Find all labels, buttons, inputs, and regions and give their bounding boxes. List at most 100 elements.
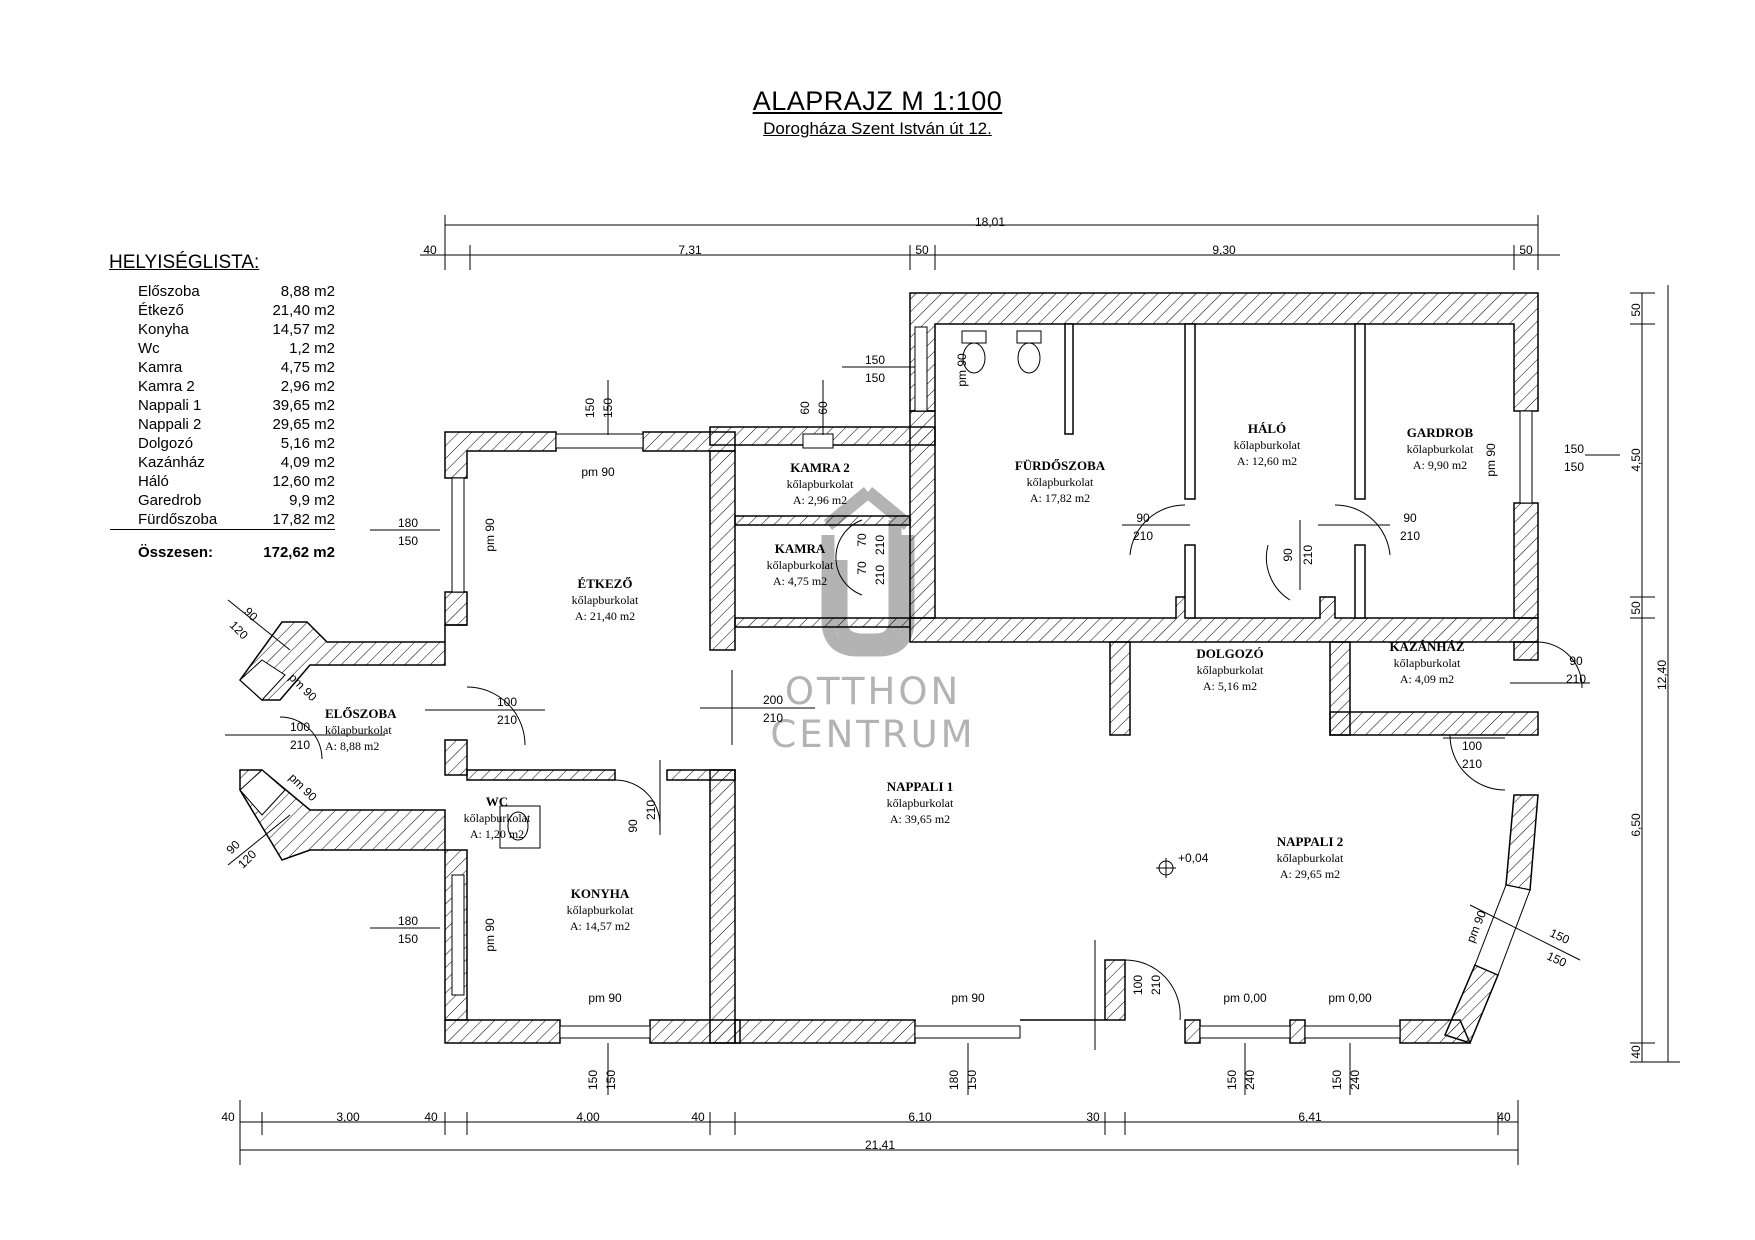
window-dim: 120 [227, 618, 251, 642]
window-label: pm 90 [588, 991, 622, 1005]
wall [1513, 641, 1539, 661]
wall [734, 617, 911, 628]
window-dim: 240 [1348, 1070, 1362, 1090]
room-label-floor: kőlapburkolat [1277, 851, 1344, 865]
dim-right-seg: 50 [1629, 303, 1643, 317]
room-label-wc: WC kőlapburkolat A: 1,20 m2 [464, 794, 531, 841]
wall [709, 769, 736, 1044]
window-dim: 150 [1330, 1070, 1344, 1090]
room-label-area: A: 12,60 m2 [1237, 454, 1297, 468]
dim-right-total: 12,40 [1655, 660, 1669, 690]
room-label-name: ELŐSZOBA [325, 706, 397, 721]
room-name: Garedrob [138, 492, 202, 509]
window [559, 1025, 651, 1039]
window [239, 659, 286, 701]
wall [444, 1019, 561, 1044]
room-area: 21,40 m2 [272, 302, 335, 319]
window [239, 769, 286, 816]
door-swing [1129, 504, 1186, 556]
room-label-floor: kőlapburkolat [567, 903, 634, 917]
door-swing [1124, 959, 1181, 1021]
room-label-name: FÜRDŐSZOBA [1015, 458, 1106, 473]
room-label-area: A: 4,75 m2 [773, 574, 827, 588]
room-area: 4,09 m2 [280, 454, 335, 471]
door-dim: 90 [626, 819, 640, 833]
door-dim: 210 [1301, 545, 1315, 565]
room-label-area: A: 9,90 m2 [1413, 458, 1467, 472]
window-dim: 150 [1545, 949, 1569, 970]
door-dim: 210 [1133, 529, 1153, 543]
door-dim: 90 [1281, 548, 1295, 562]
window-dim: 150 [604, 1070, 618, 1090]
room-name: Étkező [138, 302, 184, 319]
room-label-furdo: FÜRDŐSZOBA kőlapburkolat A: 17,82 m2 [1015, 458, 1106, 505]
watermark-line1: OTTHON [785, 670, 961, 713]
room-label-kamra: KAMRA kőlapburkolat A: 4,75 m2 [767, 541, 834, 588]
room-label-name: KAMRA 2 [790, 460, 850, 475]
room-area: 12,60 m2 [272, 473, 335, 490]
window-dim: 180 [398, 516, 418, 530]
room-label-area: A: 14,57 m2 [570, 919, 630, 933]
dim-bottom-seg: 6,10 [908, 1110, 932, 1124]
door-swing [1265, 544, 1291, 601]
wall [1289, 1019, 1306, 1044]
room-name: Dolgozó [138, 435, 194, 452]
room-label-floor: kőlapburkolat [325, 723, 392, 737]
dim-bottom-seg: 6,41 [1298, 1110, 1322, 1124]
room-label-area: A: 5,16 m2 [1203, 679, 1257, 693]
dim-bottom-seg: 40 [221, 1110, 235, 1124]
room-area: 17,82 m2 [272, 511, 335, 528]
window-dim: 150 [965, 1070, 979, 1090]
wall [1329, 711, 1539, 736]
window [451, 477, 465, 593]
level-value: +0,04 [1178, 851, 1209, 865]
window-dim: 150 [865, 371, 885, 385]
window-dim: 150 [865, 353, 885, 367]
toilet-icon [961, 330, 987, 344]
partition [1064, 323, 1074, 435]
room-label-floor: kőlapburkolat [767, 558, 834, 572]
dim-top-seg: 9,30 [1212, 243, 1236, 257]
window-dim: 150 [583, 398, 597, 418]
window-dim: 90 [241, 604, 261, 624]
window [802, 433, 834, 449]
wall [666, 769, 736, 781]
wall [1513, 502, 1539, 619]
door-dim: 210 [497, 713, 517, 727]
dim-right-seg: 50 [1629, 601, 1643, 615]
total-value: 172,62 m2 [263, 544, 335, 561]
room-area: 14,57 m2 [272, 321, 335, 338]
door-dim: 100 [1462, 739, 1482, 753]
dim-right-seg: 40 [1629, 1045, 1643, 1059]
room-label-area: A: 4,09 m2 [1400, 672, 1454, 686]
room-list-item: Háló 12,60 m2 [110, 472, 335, 491]
window-label: pm 90 [483, 518, 497, 552]
room-label-name: NAPPALI 2 [1277, 834, 1344, 849]
room-area: 39,65 m2 [272, 397, 335, 414]
plan-title-block: ALAPRAJZ M 1:100 Dorogháza Szent István … [0, 86, 1755, 139]
room-name: Wc [138, 340, 160, 357]
watermark-logo-icon [821, 486, 915, 657]
door-swing [614, 779, 661, 826]
door-dim: 210 [644, 800, 658, 820]
plan-title: ALAPRAJZ M 1:100 [752, 86, 1003, 116]
window-dim: 60 [816, 401, 830, 415]
room-name: Háló [138, 473, 169, 490]
toilet-icon [1017, 342, 1041, 374]
room-list-item: Étkező 21,40 m2 [110, 301, 335, 320]
wall [1505, 794, 1539, 891]
room-list-title: HELYISÉGLISTA: [109, 252, 260, 273]
door-dim: 90 [1403, 511, 1417, 525]
door-dim: 200 [763, 693, 783, 707]
dim-top-seg: 50 [915, 243, 929, 257]
room-label-halo: HÁLÓ kőlapburkolat A: 12,60 m2 [1234, 421, 1301, 468]
door-dim: 100 [497, 695, 517, 709]
dim-right-seg: 6,50 [1629, 813, 1643, 837]
window-dim: 150 [1225, 1070, 1239, 1090]
wall [1184, 1019, 1201, 1044]
